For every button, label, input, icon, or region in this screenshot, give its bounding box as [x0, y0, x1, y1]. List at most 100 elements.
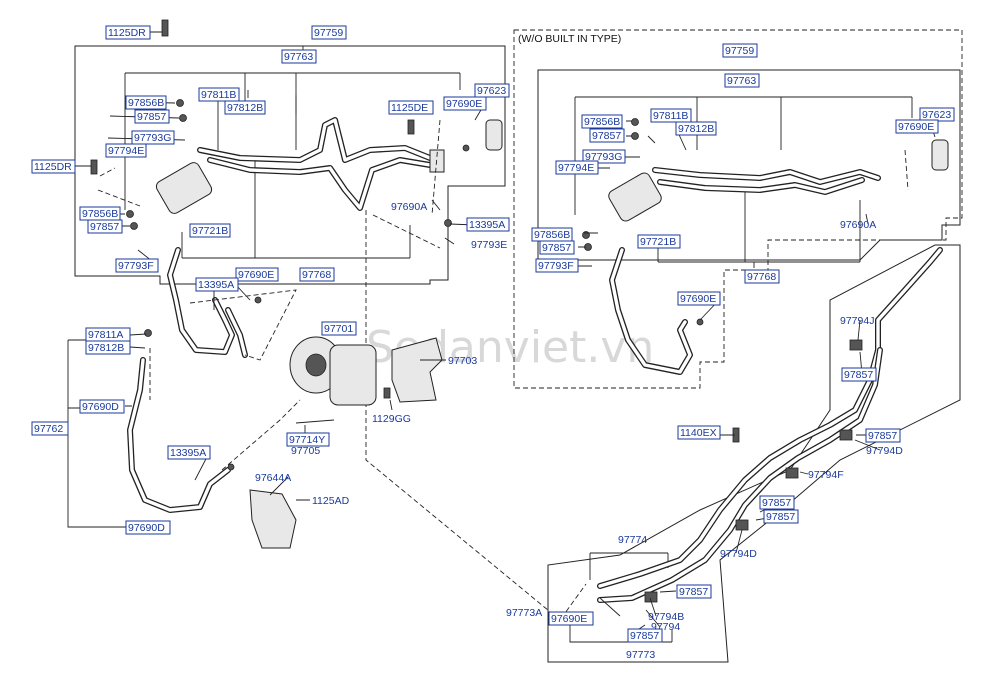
- callout-97857-c4[interactable]: 97857: [763, 509, 799, 524]
- callout-r97721B[interactable]: 97721B: [637, 234, 681, 249]
- callout-r97856B-b[interactable]: 97856B: [531, 227, 573, 242]
- callout-13395A-c[interactable]: 13395A: [167, 445, 211, 460]
- svg-text:97690E: 97690E: [238, 269, 274, 281]
- svg-text:97857: 97857: [762, 497, 791, 509]
- compressor-body: [329, 344, 377, 406]
- callout-97856B[interactable]: 97856B: [125, 95, 167, 110]
- callout-97811B[interactable]: 97811B: [198, 87, 240, 102]
- callout-97812B-b[interactable]: 97812B: [85, 340, 131, 355]
- callout-r97690E[interactable]: 97690E: [895, 119, 939, 134]
- callout-97623[interactable]: 97623: [474, 83, 510, 98]
- callout-1125DR-b[interactable]: 1125DR: [31, 159, 76, 174]
- callout-97856B-b[interactable]: 97856B: [79, 206, 121, 221]
- callout-97857-c2[interactable]: 97857: [865, 428, 901, 443]
- bolt-97714Y: [295, 419, 335, 424]
- svg-text:13395A: 13395A: [469, 219, 505, 231]
- svg-text:97690E: 97690E: [680, 293, 716, 305]
- callout-1140EX[interactable]: 1140EX: [677, 425, 721, 440]
- svg-text:97857: 97857: [630, 630, 659, 642]
- callout-97793E[interactable]: 97793E: [471, 239, 507, 251]
- svg-text:97811B: 97811B: [653, 110, 688, 122]
- callout-r97812B[interactable]: 97812B: [675, 121, 717, 136]
- callout-97714Y[interactable]: 97714Y: [286, 432, 330, 447]
- callout-97857-c5[interactable]: 97857: [676, 584, 712, 599]
- dash-3: [372, 214, 441, 249]
- callout-97690D-b[interactable]: 97690D: [125, 520, 171, 535]
- svg-text:97759: 97759: [725, 45, 754, 57]
- callout-97774[interactable]: 97774: [618, 534, 647, 546]
- callout-97811A[interactable]: 97811A: [85, 327, 131, 342]
- callout-97690A[interactable]: 97690A: [391, 201, 427, 213]
- svg-text:97793G: 97793G: [134, 132, 171, 144]
- callout-97857-c6[interactable]: 97857: [627, 628, 663, 643]
- callout-97812B[interactable]: 97812B: [224, 100, 266, 115]
- callout-13395A[interactable]: 13395A: [466, 217, 510, 232]
- svg-text:97721B: 97721B: [192, 225, 228, 237]
- callout-97759[interactable]: 97759: [311, 25, 347, 40]
- callout-97794E[interactable]: 97794E: [105, 143, 147, 158]
- svg-text:97812B: 97812B: [678, 123, 714, 135]
- callout-r97793G[interactable]: 97793G: [582, 149, 626, 164]
- callout-r97857-b[interactable]: 97857: [539, 240, 575, 255]
- callout-97794D[interactable]: 97794D: [866, 445, 903, 457]
- callout-r97623[interactable]: 97623: [919, 107, 955, 122]
- callout-97794B[interactable]: 97794B: [648, 611, 684, 623]
- callout-97690D[interactable]: 97690D: [79, 399, 125, 414]
- svg-text:13395A: 13395A: [170, 447, 206, 459]
- bracket-97768: [181, 160, 411, 259]
- svg-text:97856B: 97856B: [82, 208, 118, 220]
- callout-1125AD[interactable]: 1125AD: [312, 495, 350, 507]
- long-line-a: [597, 247, 943, 589]
- callout-97794F[interactable]: 97794F: [808, 469, 844, 481]
- r-dash-1: [904, 149, 909, 191]
- callout-97768[interactable]: 97768: [299, 267, 335, 282]
- svg-text:1125DR: 1125DR: [108, 27, 146, 39]
- callout-97857-c3[interactable]: 97857: [759, 495, 795, 510]
- svg-text:97690E: 97690E: [898, 121, 934, 133]
- callout-97690E-c[interactable]: 97690E: [548, 611, 594, 626]
- callout-97794D-b[interactable]: 97794D: [720, 548, 757, 560]
- callout-13395A-b[interactable]: 13395A: [195, 277, 239, 292]
- callout-97690E-b[interactable]: 97690E: [235, 267, 279, 282]
- svg-text:97721B: 97721B: [640, 236, 676, 248]
- callout-97857-b[interactable]: 97857: [87, 219, 123, 234]
- bracket-r97763: [574, 96, 913, 215]
- svg-text:97762: 97762: [34, 423, 63, 435]
- svg-text:97857: 97857: [90, 221, 119, 233]
- svg-text:97857: 97857: [542, 242, 571, 254]
- callout-1125DR[interactable]: 1125DR: [105, 25, 151, 40]
- callout-97793G[interactable]: 97793G: [131, 130, 175, 145]
- callout-97703[interactable]: 97703: [448, 355, 477, 367]
- bolt-1125DR: [161, 19, 169, 37]
- svg-text:97768: 97768: [747, 271, 776, 283]
- callout-r97811B[interactable]: 97811B: [650, 108, 692, 123]
- r-expansion-valve: [608, 172, 662, 222]
- callout-97857-c1[interactable]: 97857: [841, 367, 877, 382]
- receiver-drier-97623: [485, 119, 503, 151]
- callout-97762[interactable]: 97762: [31, 421, 69, 436]
- callout-1129GG[interactable]: 1129GG: [372, 413, 411, 425]
- callout-r97768[interactable]: 97768: [744, 269, 780, 284]
- callout-r97759[interactable]: 97759: [722, 43, 758, 58]
- callout-97794J[interactable]: 97794J: [840, 315, 874, 327]
- callout-97857[interactable]: 97857: [134, 109, 170, 124]
- callout-97773A[interactable]: 97773A: [506, 607, 542, 619]
- callout-r97690A[interactable]: 97690A: [840, 219, 876, 231]
- callout-1125DE[interactable]: 1125DE: [388, 100, 434, 115]
- callout-r97856B[interactable]: 97856B: [581, 114, 623, 129]
- callout-97644A[interactable]: 97644A: [255, 472, 291, 484]
- callout-97690E[interactable]: 97690E: [443, 96, 487, 111]
- callout-r97794E[interactable]: 97794E: [555, 160, 599, 175]
- svg-text:97856B: 97856B: [584, 116, 620, 128]
- callout-97701[interactable]: 97701: [321, 321, 357, 336]
- callout-r97690E-b[interactable]: 97690E: [677, 291, 721, 306]
- callout-97721B[interactable]: 97721B: [189, 223, 231, 238]
- callout-97793F[interactable]: 97793F: [115, 258, 159, 273]
- callout-97773[interactable]: 97773: [626, 649, 655, 661]
- callout-r97857[interactable]: 97857: [589, 128, 625, 143]
- callout-r97763[interactable]: 97763: [724, 73, 760, 88]
- callout-97705[interactable]: 97705: [291, 445, 320, 457]
- callout-r97793F[interactable]: 97793F: [535, 258, 579, 273]
- callout-97763[interactable]: 97763: [281, 49, 317, 64]
